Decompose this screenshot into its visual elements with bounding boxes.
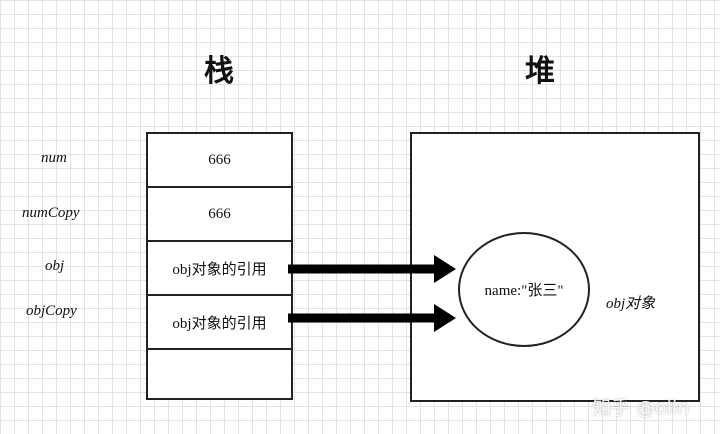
stack-cell-numcopy: 666 (148, 188, 291, 242)
stack-heading: 栈 (204, 54, 234, 89)
heap-heading: 堆 (525, 54, 555, 89)
stack-cell-num: 666 (148, 134, 291, 188)
variable-label-obj: obj (45, 258, 65, 274)
watermark: 知乎 @olin (592, 397, 690, 419)
arrow-objcopy-head (434, 304, 456, 332)
stack-cell-objcopy: obj对象的引用 (148, 296, 291, 350)
stack-cell-obj: obj对象的引用 (148, 242, 291, 296)
heap-object-label: obj对象 (606, 296, 656, 312)
arrow-objcopy (288, 304, 456, 332)
heap-object: name:"张三" (458, 232, 590, 347)
stack-box: 666 666 obj对象的引用 obj对象的引用 (146, 132, 293, 400)
variable-label-objcopy: objCopy (26, 303, 77, 319)
variable-label-num: num (41, 150, 67, 166)
variable-label-numcopy: numCopy (22, 205, 80, 221)
heap-object-content: name:"张三" (484, 283, 564, 299)
arrow-obj (288, 255, 456, 283)
arrow-obj-head (434, 255, 456, 283)
